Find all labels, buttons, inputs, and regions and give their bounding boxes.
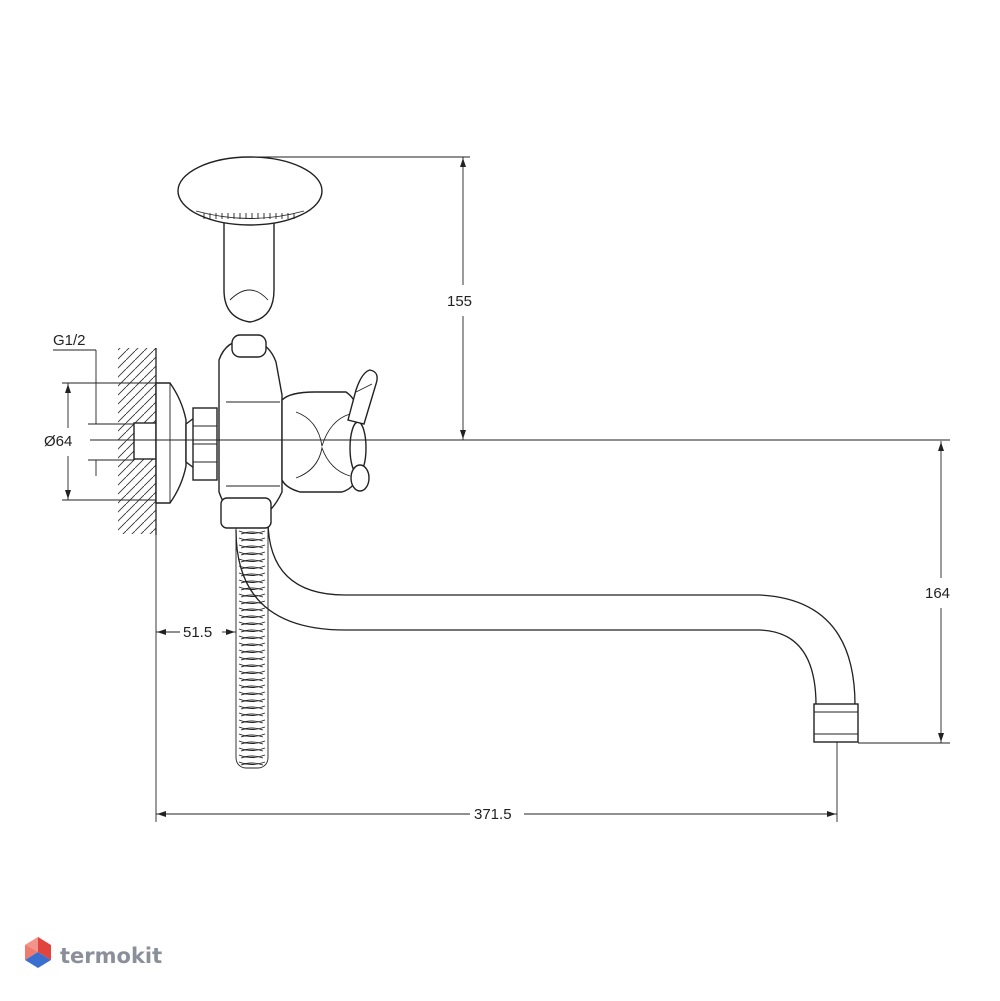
shower-height-label: 155 [447, 293, 472, 310]
handle [281, 369, 378, 493]
brand-name: termokit [60, 944, 162, 968]
hex-nut [192, 407, 218, 481]
spout [235, 519, 859, 743]
spout-height-label: 164 [925, 585, 950, 602]
hexagon-cube-icon [25, 937, 51, 968]
thread-label: G1/2 [53, 332, 86, 349]
shower-head [177, 156, 323, 323]
dimension-lines [53, 156, 950, 822]
watermark: termokit [25, 937, 162, 968]
wall-flange [133, 382, 195, 504]
spout-reach-label: 371.5 [474, 806, 512, 823]
mixer-body [218, 334, 283, 529]
wall-offset-label: 51.5 [183, 624, 212, 641]
flange-diameter-label: Ø64 [44, 433, 72, 450]
